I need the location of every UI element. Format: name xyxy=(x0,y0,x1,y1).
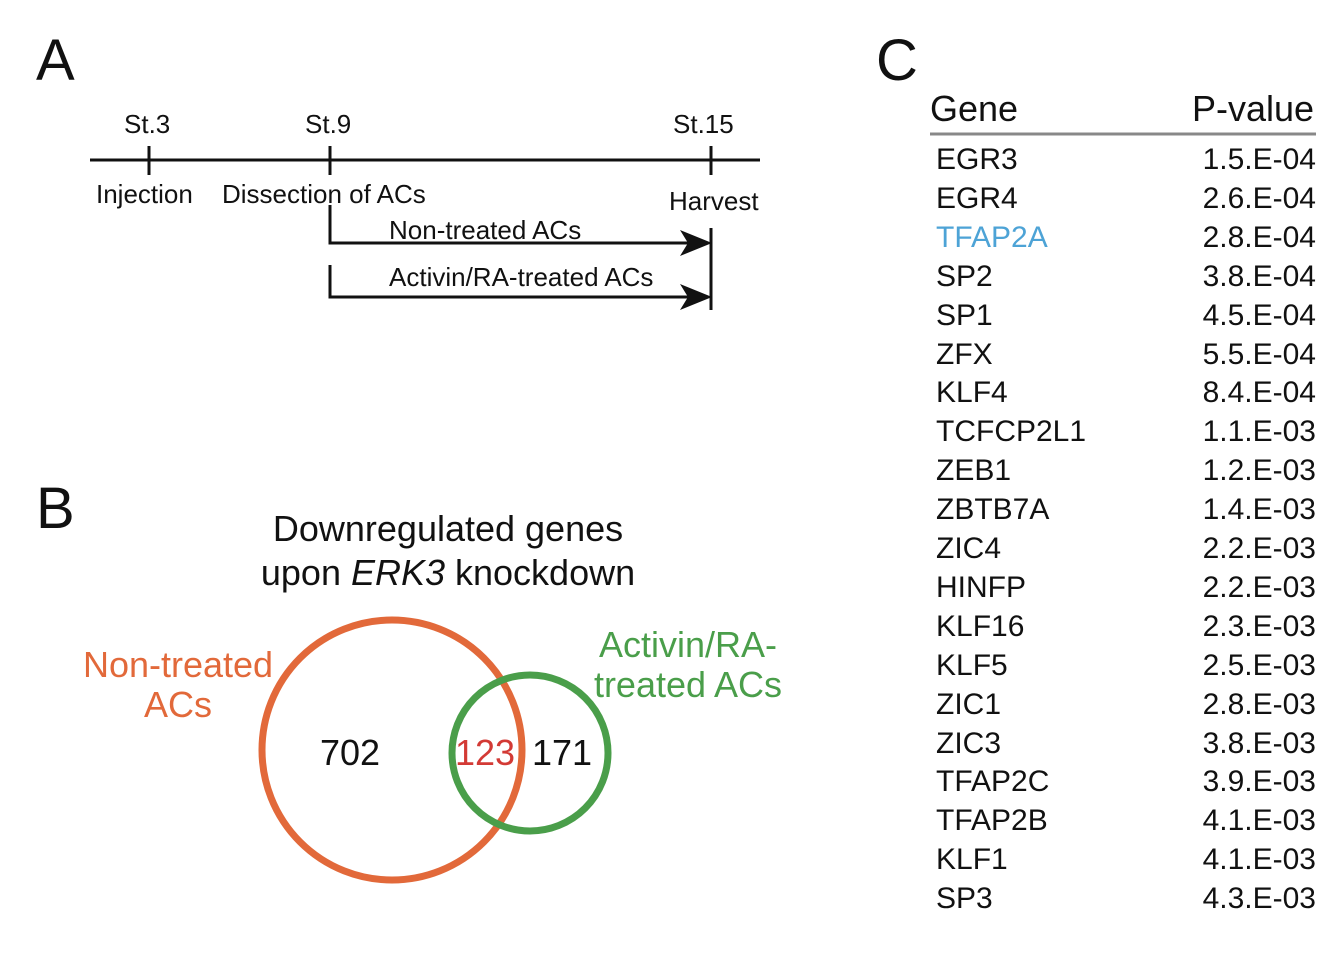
table-row: ZIC1 2.8.E-03 xyxy=(936,688,1316,724)
table-row: KLF5 2.5.E-03 xyxy=(936,649,1316,685)
table-row: KLF1 4.1.E-03 xyxy=(936,843,1316,879)
gene-cell: KLF1 xyxy=(936,843,1008,877)
venn-count-overlap: 123 xyxy=(454,732,516,773)
table-row: HINFP 2.2.E-03 xyxy=(936,571,1316,607)
panel-label-a: A xyxy=(36,28,75,93)
gene-cell: TCFCP2L1 xyxy=(936,415,1087,449)
pvalue-cell: 4.3.E-03 xyxy=(1202,882,1316,916)
gene-cell: TFAP2A xyxy=(936,220,1048,254)
pvalue-cell: 4.5.E-04 xyxy=(1202,298,1316,332)
stage-label: St.9 xyxy=(305,109,352,139)
stage-label: St.3 xyxy=(124,109,171,139)
gene-cell: ZIC3 xyxy=(936,726,1002,760)
venn-label-non-treated: ACs xyxy=(143,684,213,725)
gene-cell: SP2 xyxy=(936,259,993,293)
table-row: ZEB1 1.2.E-03 xyxy=(936,454,1316,490)
table-row: TCFCP2L1 1.1.E-03 xyxy=(936,415,1316,451)
arrowhead-icon xyxy=(680,230,712,256)
table-header-pvalue: P-value xyxy=(1191,88,1314,129)
arrow-label: Activin/RA-treated ACs xyxy=(389,262,654,292)
arrow-label: Non-treated ACs xyxy=(389,215,582,245)
gene-cell: TFAP2B xyxy=(936,804,1048,838)
gene-cell: TFAP2C xyxy=(936,765,1050,799)
pvalue-cell: 8.4.E-04 xyxy=(1202,376,1316,410)
venn-title-line1: Downregulated genes xyxy=(272,508,624,549)
stage-label: St.15 xyxy=(673,109,734,139)
gene-cell: ZBTB7A xyxy=(936,493,1050,527)
gene-cell: ZEB1 xyxy=(936,454,1012,488)
gene-cell: KLF5 xyxy=(936,648,1008,682)
table-row: EGR3 1.5.E-04 xyxy=(936,143,1316,179)
table-row: SP3 4.3.E-03 xyxy=(936,882,1316,918)
table-row: ZIC4 2.2.E-03 xyxy=(936,532,1316,568)
table-row: TFAP2A 2.8.E-04 xyxy=(936,221,1316,257)
table-row: ZFX 5.5.E-04 xyxy=(936,338,1316,374)
pvalue-cell: 2.8.E-03 xyxy=(1202,687,1316,721)
venn-label-activin: Activin/RA- xyxy=(598,624,778,665)
venn-label-activin: treated ACs xyxy=(593,664,783,705)
gene-cell: SP3 xyxy=(936,882,993,916)
pvalue-cell: 3.8.E-03 xyxy=(1202,726,1316,760)
gene-cell: EGR4 xyxy=(936,181,1018,215)
arrow-activin xyxy=(328,265,690,299)
table-row: ZBTB7A 1.4.E-03 xyxy=(936,493,1316,529)
pvalue-cell: 1.2.E-03 xyxy=(1202,454,1316,488)
venn-count-non-treated: 702 xyxy=(319,732,381,773)
gene-cell: ZIC4 xyxy=(936,532,1002,565)
pvalue-cell: 2.3.E-03 xyxy=(1202,609,1316,643)
pvalue-cell: 4.1.E-03 xyxy=(1202,843,1316,877)
table-header-gene: Gene xyxy=(930,88,1019,129)
venn-label-non-treated: Non-treated xyxy=(82,644,274,685)
pvalue-cell: 1.5.E-04 xyxy=(1202,143,1316,176)
table-row: TFAP2C 3.9.E-03 xyxy=(936,765,1316,801)
venn-circle-activin xyxy=(448,671,612,835)
venn-title-line2: upon ERK3 knockdown xyxy=(261,555,635,591)
event-label: Dissection of ACs xyxy=(222,179,426,209)
pvalue-cell: 2.2.E-03 xyxy=(1202,570,1316,604)
pvalue-cell: 5.5.E-04 xyxy=(1202,337,1316,371)
pvalue-cell: 4.1.E-03 xyxy=(1202,804,1316,838)
gene-cell: ZIC1 xyxy=(936,687,1002,721)
table-row: SP2 3.8.E-04 xyxy=(936,260,1316,296)
table-row: EGR4 2.6.E-04 xyxy=(936,182,1316,218)
pvalue-cell: 2.2.E-03 xyxy=(1202,532,1316,565)
pvalue-cell: 1.1.E-03 xyxy=(1202,415,1316,449)
gene-cell: ZFX xyxy=(936,337,993,371)
venn-circle-non-treated xyxy=(258,616,526,884)
gene-cell: EGR3 xyxy=(936,143,1018,176)
gene-cell: KLF4 xyxy=(936,376,1008,410)
venn-count-activin: 171 xyxy=(531,732,593,773)
event-label: Injection xyxy=(96,179,193,209)
title-text: upon xyxy=(260,552,351,593)
event-label: Harvest xyxy=(669,186,759,216)
table-row: KLF16 2.3.E-03 xyxy=(936,610,1316,646)
pvalue-cell: 1.4.E-03 xyxy=(1202,493,1316,527)
arrow-non-treated xyxy=(328,205,690,245)
panel-label-c: C xyxy=(876,28,918,93)
pvalue-cell: 3.8.E-04 xyxy=(1202,259,1316,293)
title-text: knockdown xyxy=(445,552,636,593)
pvalue-cell: 2.6.E-04 xyxy=(1202,181,1316,215)
gene-cell: KLF16 xyxy=(936,609,1025,643)
pvalue-cell: 2.5.E-03 xyxy=(1202,648,1316,682)
gene-name: ERK3 xyxy=(350,552,446,593)
gene-cell: SP1 xyxy=(936,298,993,332)
gene-cell: HINFP xyxy=(936,570,1026,604)
table-row: KLF4 8.4.E-04 xyxy=(936,376,1316,412)
pvalue-cell: 2.8.E-04 xyxy=(1202,220,1316,254)
table-row: SP1 4.5.E-04 xyxy=(936,299,1316,335)
table-row: ZIC3 3.8.E-03 xyxy=(936,727,1316,763)
table-row: TFAP2B 4.1.E-03 xyxy=(936,804,1316,840)
arrowhead-icon xyxy=(680,284,712,310)
panel-label-b: B xyxy=(36,476,75,541)
pvalue-cell: 3.9.E-03 xyxy=(1202,765,1316,799)
